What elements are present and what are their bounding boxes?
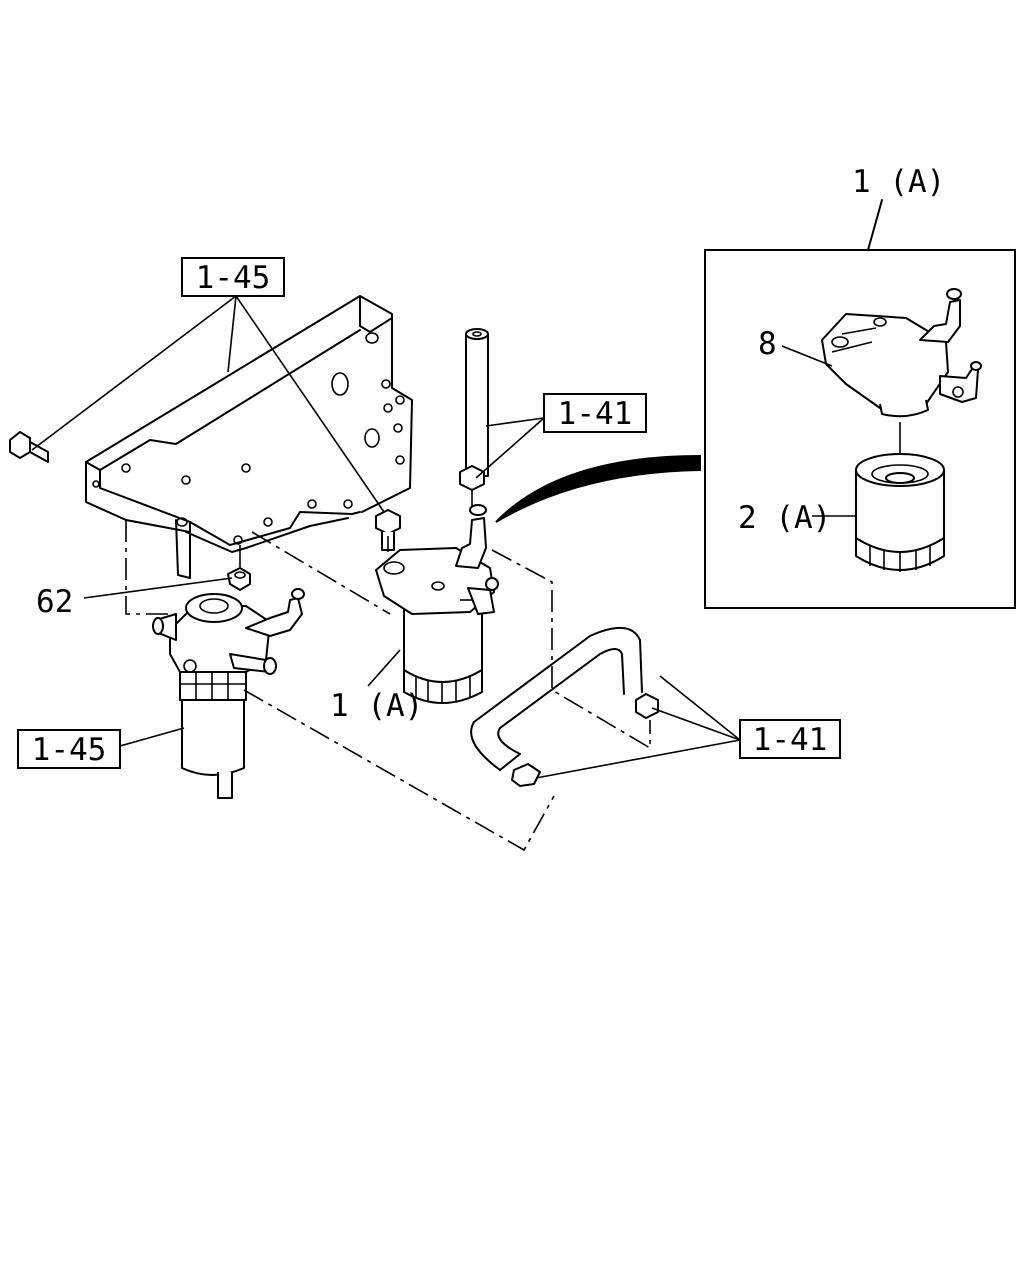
part-1a-main-label: 1 (A) [330,688,423,724]
nut-62 [227,567,251,591]
callout-ref-hose-top: 1-41 [543,393,647,433]
fuel-filter-assembly-left [152,588,305,799]
detail-inset [704,199,1016,609]
fuel-filter-center [375,504,499,704]
hose-clamp-bottom [511,763,541,787]
part-8-label: 8 [758,326,777,362]
filter-cartridge-2a [855,422,945,572]
mounting-bracket [85,295,413,579]
callout-ref-hose-right: 1-41 [739,719,841,759]
callout-ref-bracket-left: 1-45 [17,729,121,769]
ref-hose-right-label: 1-41 [753,722,828,758]
hose-clamp-mid [635,693,659,719]
inset-title-label: 1 (A) [852,164,945,200]
hose-vertical [465,328,489,477]
filter-head-8 [821,288,982,418]
leader-lines [31,295,856,779]
detail-arrow [495,454,701,523]
ref-bracket-left-label: 1-45 [32,732,107,768]
ref-hose-top-label: 1-41 [558,396,633,432]
ref-bracket-top-label: 1-45 [196,260,271,296]
callout-ref-bracket-top: 1-45 [181,257,285,297]
hose-curved [470,627,643,771]
part-62-label: 62 [36,584,73,620]
alignment-lines [125,490,651,852]
hose-clamp-top [459,465,485,491]
part-2a-label: 2 (A) [738,500,831,536]
bracket-bolt-left [9,431,49,463]
